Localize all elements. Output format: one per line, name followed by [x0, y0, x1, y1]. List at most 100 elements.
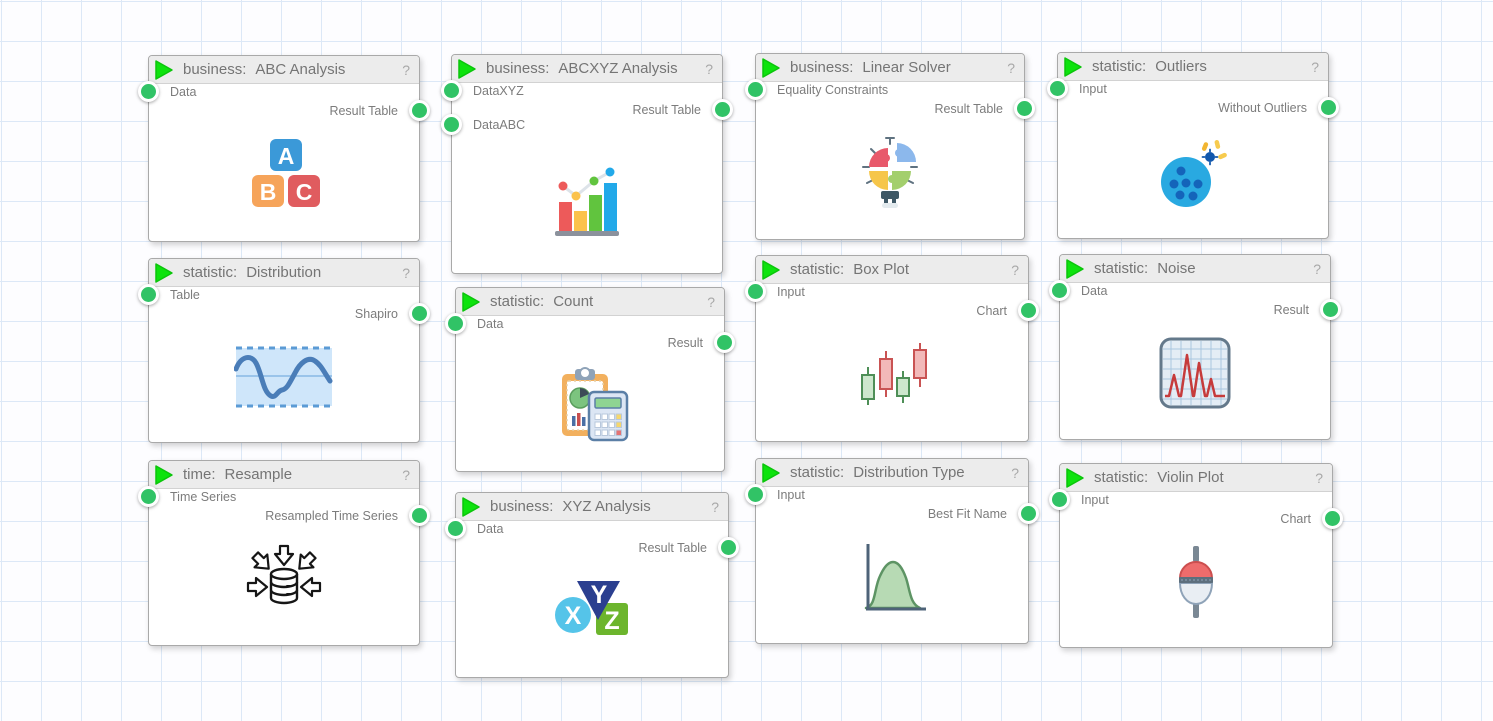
help-button[interactable]: ?: [1311, 58, 1319, 75]
node-header[interactable]: statistic: Distribution Type ?: [756, 459, 1028, 487]
output-port-label: Result Table: [329, 104, 398, 118]
input-port[interactable]: [441, 80, 462, 101]
output-port-label: Without Outliers: [1218, 101, 1307, 115]
database-arrows-icon: [149, 521, 419, 637]
node-noise[interactable]: statistic: Noise ? Data Result: [1049, 254, 1341, 440]
output-port-label: Result Table: [638, 541, 707, 555]
node-header[interactable]: statistic: Box Plot ?: [756, 256, 1028, 284]
node-header[interactable]: statistic: Outliers ?: [1058, 53, 1328, 81]
help-button[interactable]: ?: [711, 498, 719, 515]
play-icon: [154, 59, 174, 81]
input-port[interactable]: [138, 81, 159, 102]
node-box-plot[interactable]: statistic: Box Plot ? Input Chart: [745, 255, 1039, 442]
node-header[interactable]: business: ABC Analysis ?: [149, 56, 419, 84]
node-category: business:: [490, 498, 554, 515]
input-port[interactable]: [745, 484, 766, 505]
node-outliers[interactable]: statistic: Outliers ? Input Without Outl…: [1047, 52, 1339, 239]
help-button[interactable]: ?: [402, 466, 410, 483]
output-port[interactable]: [1318, 97, 1339, 118]
node-header[interactable]: statistic: Violin Plot ?: [1060, 464, 1332, 492]
output-port[interactable]: [718, 537, 739, 558]
node-category: statistic:: [790, 464, 845, 481]
node-header[interactable]: statistic: Count ?: [456, 288, 724, 316]
output-port-label: Resampled Time Series: [265, 509, 398, 523]
input-port-label: DataXYZ: [473, 84, 524, 98]
output-port[interactable]: [1018, 503, 1039, 524]
node-violin-plot[interactable]: statistic: Violin Plot ? Input Chart: [1049, 463, 1343, 648]
play-icon: [1063, 56, 1083, 78]
help-button[interactable]: ?: [402, 264, 410, 281]
output-port[interactable]: [712, 99, 733, 120]
puzzle-bulb-icon: [756, 114, 1024, 231]
input-port[interactable]: [745, 79, 766, 100]
input-port[interactable]: [445, 313, 466, 334]
output-port-label: Chart: [976, 304, 1007, 318]
help-button[interactable]: ?: [1313, 260, 1321, 277]
output-port[interactable]: [714, 332, 735, 353]
input-port[interactable]: [138, 486, 159, 507]
noise-grid-icon: [1060, 315, 1330, 431]
output-port[interactable]: [409, 505, 430, 526]
output-port[interactable]: [1320, 299, 1341, 320]
svg-text:Z: Z: [604, 607, 619, 635]
node-header[interactable]: business: XYZ Analysis ?: [456, 493, 728, 521]
node-abcxyz-analysis[interactable]: business: ABCXYZ Analysis ? DataXYZ Data…: [441, 54, 733, 274]
play-icon: [761, 259, 781, 281]
output-port[interactable]: [1014, 98, 1035, 119]
input-port[interactable]: [745, 281, 766, 302]
node-category: time:: [183, 466, 216, 483]
output-port[interactable]: [1018, 300, 1039, 321]
help-button[interactable]: ?: [705, 60, 713, 77]
node-header[interactable]: statistic: Noise ?: [1060, 255, 1330, 283]
svg-text:C: C: [296, 179, 313, 205]
input-port-label: Data: [477, 317, 504, 331]
node-title: Box Plot: [853, 261, 910, 278]
node-xyz-analysis[interactable]: business: XYZ Analysis ? Data Result Tab…: [445, 492, 739, 678]
play-icon: [761, 462, 781, 484]
svg-text:Y: Y: [591, 581, 608, 609]
input-port-label: Time Series: [170, 490, 237, 504]
help-button[interactable]: ?: [402, 61, 410, 78]
input-port[interactable]: [1049, 489, 1070, 510]
help-button[interactable]: ?: [1011, 261, 1019, 278]
node-title: Noise: [1157, 260, 1196, 277]
node-title: Linear Solver: [862, 59, 951, 76]
node-category: statistic:: [1094, 469, 1149, 486]
node-resample[interactable]: time: Resample ? Time Series Resampled T…: [138, 460, 430, 646]
input-port-label: Input: [1079, 82, 1107, 96]
output-port-label: Result Table: [632, 103, 701, 117]
play-icon: [761, 57, 781, 79]
node-abc-analysis[interactable]: business: ABC Analysis ? Data Result Tab…: [138, 55, 430, 242]
output-port-label: Chart: [1280, 512, 1311, 526]
help-button[interactable]: ?: [1007, 59, 1015, 76]
input-port[interactable]: [445, 518, 466, 539]
wave-band-icon: [149, 319, 419, 434]
input-port-label: Data: [1081, 284, 1108, 298]
help-button[interactable]: ?: [1315, 469, 1323, 486]
help-button[interactable]: ?: [1011, 464, 1019, 481]
play-icon: [1065, 258, 1085, 280]
output-port[interactable]: [1322, 508, 1343, 529]
node-distribution-type[interactable]: statistic: Distribution Type ? Input Bes…: [745, 458, 1039, 644]
node-distribution[interactable]: statistic: Distribution ? Table Shapiro: [138, 258, 430, 443]
help-button[interactable]: ?: [707, 293, 715, 310]
input-port[interactable]: [138, 284, 159, 305]
input-port[interactable]: [1049, 280, 1070, 301]
node-category: business:: [486, 60, 550, 77]
node-header[interactable]: business: ABCXYZ Analysis ?: [452, 55, 722, 83]
input-port[interactable]: [1047, 78, 1068, 99]
node-header[interactable]: business: Linear Solver ?: [756, 54, 1024, 82]
node-header[interactable]: statistic: Distribution ?: [149, 259, 419, 287]
scatter-outlier-icon: [1058, 113, 1328, 230]
node-header[interactable]: time: Resample ?: [149, 461, 419, 489]
svg-text:B: B: [260, 179, 277, 205]
svg-text:X: X: [565, 602, 582, 630]
node-count[interactable]: statistic: Count ? Data Result: [445, 287, 735, 472]
input-port[interactable]: [441, 114, 462, 135]
node-category: statistic:: [183, 264, 238, 281]
output-port[interactable]: [409, 100, 430, 121]
svg-text:A: A: [278, 143, 295, 169]
input-port-label: Input: [1081, 493, 1109, 507]
node-linear-solver[interactable]: business: Linear Solver ? Equality Const…: [745, 53, 1035, 240]
output-port[interactable]: [409, 303, 430, 324]
